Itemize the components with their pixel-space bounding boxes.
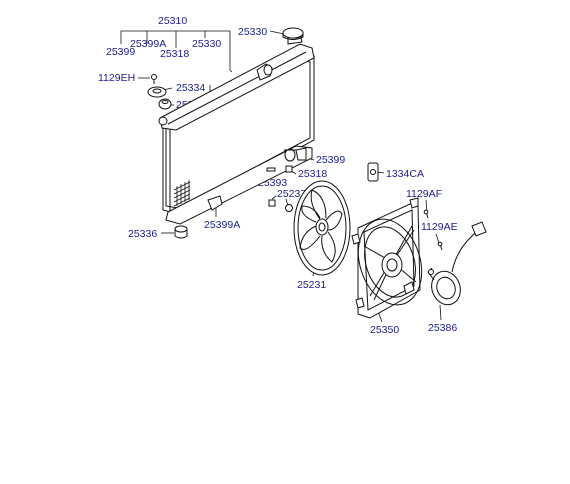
label-clip-right: 25318: [298, 168, 327, 180]
grommet-icon: [367, 162, 379, 182]
fan-shroud: [351, 197, 423, 319]
radiator-cap-icon: [282, 27, 304, 40]
radiator-fins: [173, 180, 191, 207]
bolt-af-icon: [423, 209, 429, 219]
screw-icon: [266, 167, 276, 172]
label-sub-cap: 25330: [192, 38, 221, 50]
label-grommet: 1334CA: [386, 168, 424, 180]
label-insulator-upper: 25334: [176, 82, 205, 94]
bracket-lower-icon: [207, 195, 223, 211]
fan-motor: [427, 221, 487, 306]
insulator-upper-icon: [147, 86, 167, 98]
label-motor: 25386: [428, 322, 457, 334]
cooling-fan: [293, 180, 351, 276]
nut-icon: [268, 199, 293, 212]
label-bracket-lower: 25399A: [204, 219, 240, 231]
label-bolt-af: 1129AF: [406, 188, 442, 200]
label-cushion-lower: 25336: [128, 228, 157, 240]
label-bolt-upper: 1129EH: [98, 72, 135, 84]
cushion-lower-icon: [174, 225, 188, 239]
label-fan: 25231: [297, 279, 326, 291]
label-radiator-cap: 25330: [238, 26, 267, 38]
label-shroud: 25350: [370, 324, 399, 336]
clip-right-icon: [285, 165, 293, 173]
bolt-upper-icon: [151, 74, 157, 84]
label-bracket-right: 25399: [316, 154, 345, 166]
label-nut: 25237: [277, 188, 306, 200]
label-bolt-ae: 1129AE: [421, 221, 458, 233]
label-radiator-assy: 25310: [158, 15, 187, 27]
label-bracket-upper-left: 25399: [106, 46, 135, 58]
radiator: [158, 29, 315, 225]
label-bracket-upper-mid: 25399A: [130, 38, 166, 50]
bolt-ae-icon: [437, 241, 443, 251]
label-hose-clip: 25318: [160, 48, 189, 60]
cushion-upper-icon: [158, 98, 172, 110]
